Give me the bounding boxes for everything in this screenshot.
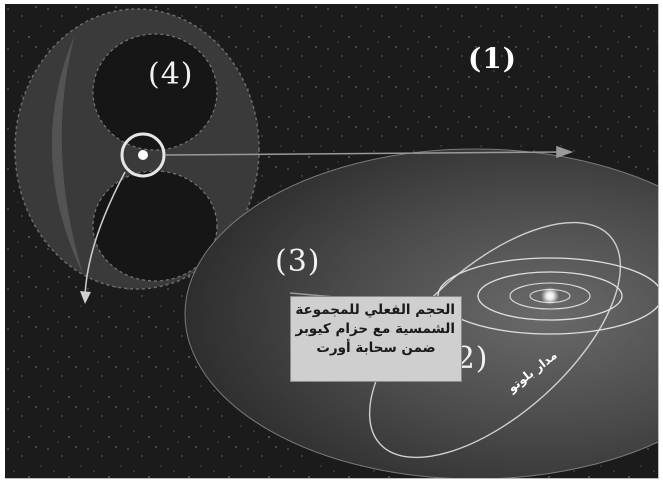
region-label-3: (3): [275, 244, 321, 279]
caption-line-1: الحجم الفعلي للمجموعة: [295, 302, 455, 318]
region-label-4: (4): [148, 57, 194, 92]
solar-system-diagram: [5, 4, 658, 478]
caption-line-2: الشمسية مع حزام كيوبر: [295, 321, 455, 337]
solar-system-highlight-circle: [120, 132, 166, 178]
space-illustration: (1) (4) (3) (2) مدار بلوتو: [5, 4, 659, 479]
caption-box: الحجم الفعلي للمجموعة الشمسية مع حزام كي…: [290, 296, 462, 382]
sun: [541, 287, 559, 305]
pluto-orbit: [368, 221, 622, 459]
caption-line-3: ضمن سحابة أورت: [316, 340, 436, 356]
oort-cloud: [14, 8, 260, 290]
solar-system-dot: [138, 150, 148, 160]
region-label-1: (1): [468, 42, 517, 75]
